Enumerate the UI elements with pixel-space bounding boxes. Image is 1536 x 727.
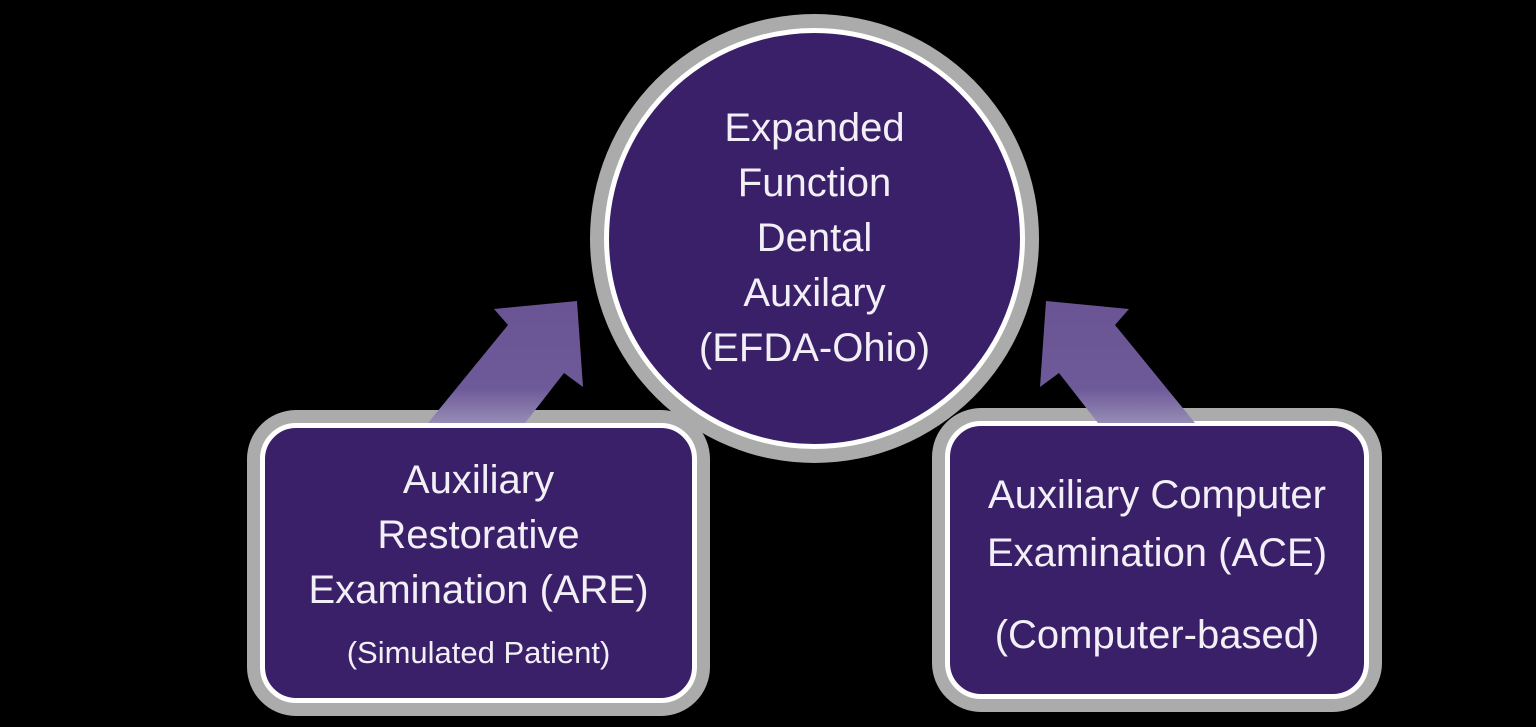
left-node-subtitle: (Simulated Patient) — [346, 635, 611, 670]
up-right-arrow-icon — [428, 301, 583, 423]
center-node-text-line: Function — [737, 161, 892, 205]
center-node-text-line: Auxilary — [743, 271, 886, 315]
left-node-are-box: Auxiliary Restorative Examination (ARE) … — [260, 423, 697, 703]
right-node-title: Auxiliary Computer Examination (ACE) — [950, 466, 1364, 582]
right-node-subtitle: (Computer-based) — [994, 613, 1320, 657]
center-node-text-line: Dental — [756, 216, 873, 260]
center-node-efda-circle: Expanded Function Dental Auxilary (EFDA-… — [604, 28, 1025, 449]
up-left-arrow-icon — [1040, 301, 1195, 423]
left-node-text-line: Restorative — [377, 513, 580, 557]
center-node-text-line: (EFDA-Ohio) — [698, 326, 931, 370]
center-node-text-line: Expanded — [724, 106, 905, 150]
left-node-text-line: Examination (ARE) — [308, 568, 649, 612]
right-node-text-line: Examination (ACE) — [986, 531, 1328, 575]
right-node-text-line: Auxiliary Computer — [988, 473, 1326, 517]
right-node-ace-box: Auxiliary Computer Examination (ACE) (Co… — [945, 421, 1369, 699]
left-node-title: Auxiliary Restorative Examination (ARE) — [265, 453, 692, 618]
left-node-text-line: Auxiliary — [402, 458, 555, 502]
